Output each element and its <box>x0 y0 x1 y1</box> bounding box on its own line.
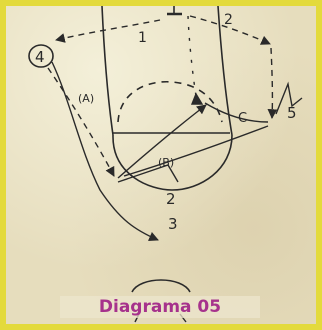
pass-b: (B) <box>123 125 269 177</box>
cut-to-post <box>117 104 207 179</box>
lane-right-line <box>217 5 233 136</box>
pass-1: 1 <box>55 19 161 46</box>
player-4-label: 4 <box>35 48 45 66</box>
pass-a: (A) <box>47 67 115 177</box>
pass-c-line <box>204 102 269 123</box>
player-5-marker: 5 <box>275 81 303 122</box>
free-throw-circle-lower <box>112 134 233 191</box>
player-3-label: 3 <box>168 215 178 233</box>
player-2-marker: 2 <box>117 164 179 208</box>
pass-a-line <box>47 67 115 177</box>
pass-c-label: C <box>238 111 247 126</box>
lane-left-line <box>101 5 114 136</box>
pass-b-label: (B) <box>158 156 174 169</box>
player-4-path <box>51 61 159 241</box>
player-2-label: 2 <box>166 190 176 208</box>
pass-2: 2 <box>189 12 271 45</box>
center-circle-partial <box>131 279 191 293</box>
post-path <box>187 15 204 105</box>
pass-b-line <box>123 125 269 177</box>
pass-a-label: (A) <box>78 92 94 105</box>
pass-c: C <box>204 102 269 126</box>
diagram-paper <box>6 6 316 324</box>
pass-1-label: 1 <box>138 30 147 46</box>
player-4-marker: 4 <box>28 44 54 68</box>
free-throw-circle-upper-dashed <box>117 80 223 123</box>
player-5-label: 5 <box>287 104 297 122</box>
pass-2-label: 2 <box>224 12 233 28</box>
pass-2-line <box>189 15 271 45</box>
right-wing-cut <box>267 47 278 119</box>
diagram-caption: Diagrama 05 <box>60 296 260 318</box>
